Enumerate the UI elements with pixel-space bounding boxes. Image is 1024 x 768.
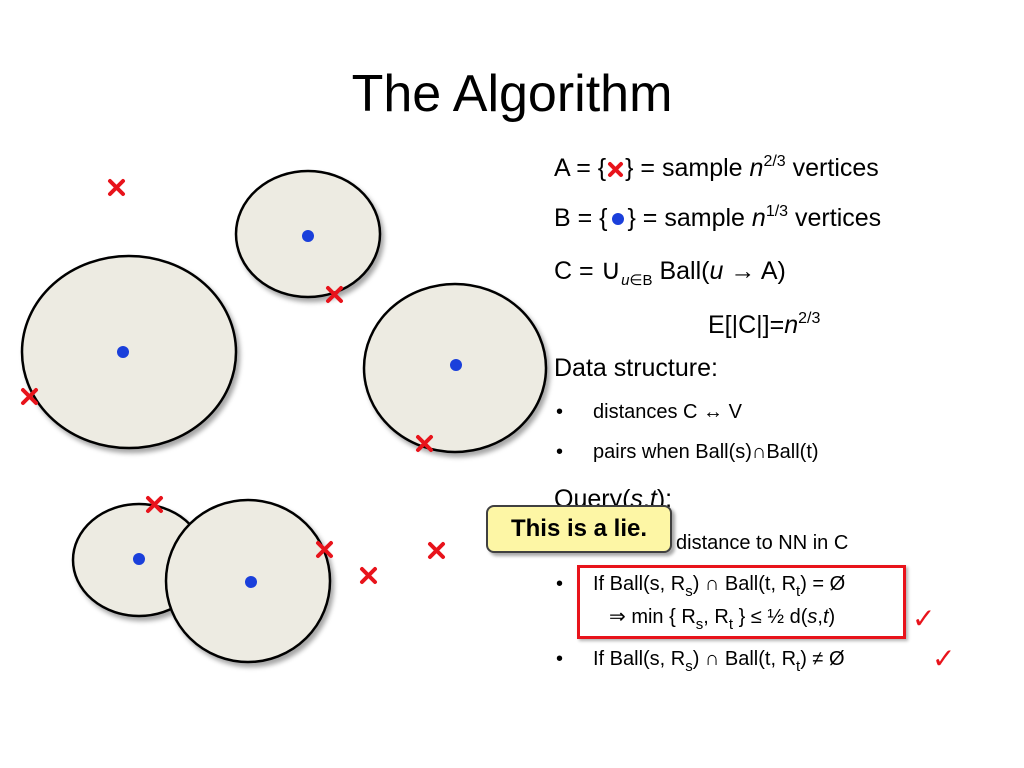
- checkmark-icon: ✓: [932, 642, 956, 675]
- implication-text-c: } ≤ ½ d(: [738, 606, 808, 628]
- dot-icon: [133, 553, 145, 565]
- definition-b-var: n: [751, 204, 766, 232]
- definition-a-tail: vertices: [792, 154, 879, 182]
- query-item-overlap: If Ball(s, Rs) ∩ Ball(t, Rt) ≠ Ø: [593, 644, 845, 682]
- overlap-sub-t: t: [796, 658, 801, 675]
- cross-icon: [108, 179, 125, 196]
- cross-icon: [608, 162, 624, 177]
- implication-text-b: , R: [703, 606, 729, 628]
- definition-a-var: n: [749, 154, 764, 182]
- union-subscript: u∈B: [621, 272, 652, 289]
- data-structure-heading: Data structure:: [554, 354, 718, 382]
- definition-b-prefix: B = {: [554, 204, 608, 232]
- query-item-nn: distance to NN in C: [676, 532, 849, 554]
- slide-title: The Algorithm: [351, 65, 673, 123]
- dot-icon: [245, 576, 257, 588]
- disjoint-sub-s: s: [685, 583, 693, 600]
- dot-icon: [611, 213, 624, 225]
- definition-c-prefix: C =: [554, 257, 594, 285]
- disjoint-sub-t: t: [796, 583, 801, 600]
- definition-c-ball: Ball(: [659, 257, 710, 285]
- bullet-icon: •: [556, 441, 564, 463]
- balls: [20, 169, 548, 664]
- data-structure-item: distances C ↔ V: [593, 401, 742, 423]
- checkmark-icon: ✓: [912, 602, 936, 635]
- query-item-implication: ⇒ min { Rs, Rt } ≤ ½ d(s,t): [609, 602, 835, 640]
- lie-callout: This is a lie.: [486, 505, 672, 553]
- expectation-var: n: [784, 311, 799, 339]
- dot-icon: [302, 230, 314, 242]
- union-sub-var: u: [621, 272, 630, 289]
- cross-icon: [146, 496, 163, 513]
- definition-a-exp: 2/3: [763, 153, 786, 170]
- query-heading-t: t: [649, 485, 657, 513]
- disjoint-text-b: ) ∩ Ball(t, R: [692, 573, 797, 595]
- implication-s: s: [807, 606, 818, 628]
- definition-a-suffix: } = sample: [625, 154, 743, 182]
- cross-icon: [21, 388, 38, 405]
- query-heading: Query(s,t):: [554, 483, 672, 515]
- implication-comma: ,: [817, 606, 823, 628]
- union-sub-rest: ∈B: [629, 272, 653, 289]
- union-symbol: ∪: [600, 254, 622, 285]
- definition-a-prefix: A = {: [554, 154, 607, 182]
- definition-c-var: u: [709, 257, 724, 285]
- overlap-text-a: If Ball(s, R: [593, 648, 686, 670]
- definition-b-suffix: } = sample: [627, 204, 745, 232]
- expectation-prefix: E[|C|]=: [708, 311, 785, 339]
- dot-icon: [117, 346, 129, 358]
- implication-t: t: [822, 606, 829, 628]
- definition-c-end: → A): [730, 257, 786, 285]
- definition-a: A = { } = sample n2/3 vertices: [554, 146, 879, 184]
- cross-icon: [316, 541, 333, 558]
- disjoint-text-a: If Ball(s, R: [593, 573, 686, 595]
- overlap-text-c: ) ≠ Ø: [800, 648, 845, 670]
- cross-icon: [326, 286, 343, 303]
- implication-sub-t: t: [728, 616, 734, 633]
- definition-c: C = ∪u∈B Ball(u → A): [554, 254, 786, 297]
- bullet-icon: •: [556, 401, 564, 423]
- definition-b-tail: vertices: [795, 204, 882, 232]
- highlight-box: [577, 565, 906, 639]
- bullet-icon: •: [556, 573, 564, 595]
- overlap-sub-s: s: [685, 658, 693, 675]
- data-structure-item: pairs when Ball(s)∩Ball(t): [593, 441, 819, 463]
- center-dots: [117, 230, 462, 588]
- bullet-icon: •: [556, 648, 564, 670]
- overlap-text-b: ) ∩ Ball(t, R: [692, 648, 797, 670]
- definition-b: B = { } = sample n1/3 vertices: [554, 196, 881, 234]
- expectation-exp: 2/3: [798, 310, 821, 327]
- dot-icon: [450, 359, 462, 371]
- cross-icon: [360, 567, 377, 584]
- cross-icon: [416, 435, 433, 452]
- query-item-disjoint: If Ball(s, Rs) ∩ Ball(t, Rt) = Ø: [593, 569, 845, 607]
- disjoint-text-c: ) = Ø: [800, 573, 846, 595]
- query-heading-sep: ,: [642, 485, 650, 513]
- cross-icon: [428, 542, 445, 559]
- sample-crosses: [21, 179, 445, 584]
- implication-text-a: ⇒ min { R: [609, 606, 696, 628]
- implication-sub-s: s: [695, 616, 704, 633]
- expectation: E[|C|]=n2/3: [708, 303, 820, 341]
- definition-b-exp: 1/3: [765, 203, 789, 220]
- implication-end: ): [828, 606, 836, 628]
